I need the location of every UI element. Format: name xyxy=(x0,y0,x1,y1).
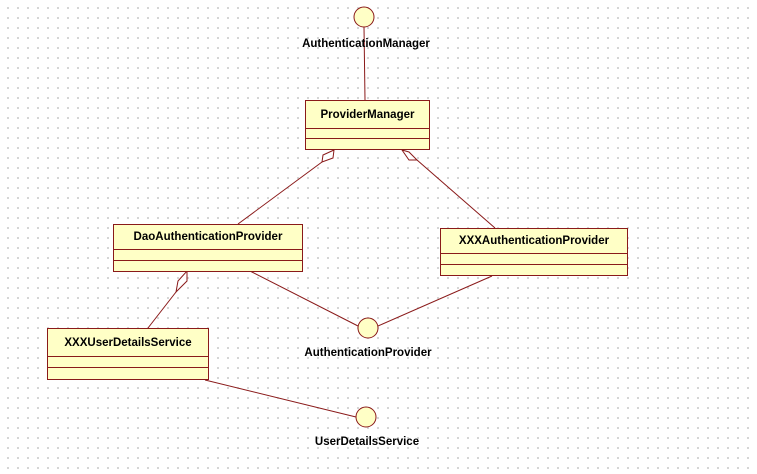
interface-circle-authentication-provider xyxy=(357,317,379,339)
operations-compartment xyxy=(114,261,302,271)
interface-label-authentication-manager: AuthenticationManager xyxy=(302,38,430,50)
interface-label-authentication-provider: AuthenticationProvider xyxy=(304,347,432,359)
aggregation-line-dao-provider xyxy=(237,161,323,225)
class-name-xxx-user-details-service: XXXUserDetailsService xyxy=(48,329,208,357)
attributes-compartment xyxy=(306,129,429,139)
attributes-compartment xyxy=(48,357,208,368)
realization-line-authentication-manager xyxy=(363,26,366,101)
aggregation-diamond-dao xyxy=(321,149,335,163)
interface-circle-user-details-service xyxy=(355,406,377,428)
class-name-xxx-authentication-provider: XXXAuthenticationProvider xyxy=(441,229,627,254)
aggregation-diamond-user-details xyxy=(175,269,188,294)
class-dao-authentication-provider: DaoAuthenticationProvider xyxy=(113,224,303,272)
aggregation-diamond-xxx xyxy=(400,149,419,161)
interface-label-user-details-service: UserDetailsService xyxy=(314,436,420,448)
realization-line-user-details-service xyxy=(204,379,357,418)
operations-compartment xyxy=(441,265,627,275)
class-xxx-user-details-service: XXXUserDetailsService xyxy=(47,328,209,380)
attributes-compartment xyxy=(441,254,627,265)
operations-compartment xyxy=(306,139,429,149)
realization-line-dao-to-auth-provider xyxy=(249,270,359,327)
aggregation-line-xxx-provider xyxy=(416,159,496,229)
class-provider-manager: ProviderManager xyxy=(305,100,430,150)
class-name-provider-manager: ProviderManager xyxy=(306,101,429,129)
class-xxx-authentication-provider: XXXAuthenticationProvider xyxy=(440,228,628,276)
realization-line-xxx-to-auth-provider xyxy=(377,275,493,327)
aggregation-line-user-details xyxy=(147,291,177,329)
operations-compartment xyxy=(48,368,208,379)
interface-circle-authentication-manager xyxy=(353,6,375,28)
class-name-dao-authentication-provider: DaoAuthenticationProvider xyxy=(114,225,302,250)
attributes-compartment xyxy=(114,250,302,261)
